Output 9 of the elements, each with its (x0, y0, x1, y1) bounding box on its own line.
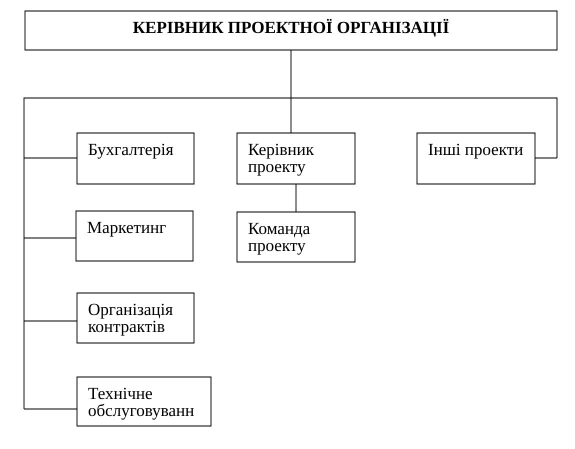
unit-box: Команда проекту (236, 212, 356, 262)
connector-line (24, 50, 558, 410)
title-box: КЕРІВНИК ПРОЕКТНОЇ ОРГАНІЗАЦІЇ (24, 10, 558, 50)
unit-box: Технічне обслуговуванн (76, 376, 212, 426)
unit-box: Інші проекти (416, 132, 536, 184)
unit-box: Організація контрактів (76, 292, 194, 344)
unit-box: Бухгалтерія (76, 132, 194, 184)
unit-box: Керівник проекту (236, 132, 356, 184)
unit-box: Маркетинг (76, 210, 194, 262)
